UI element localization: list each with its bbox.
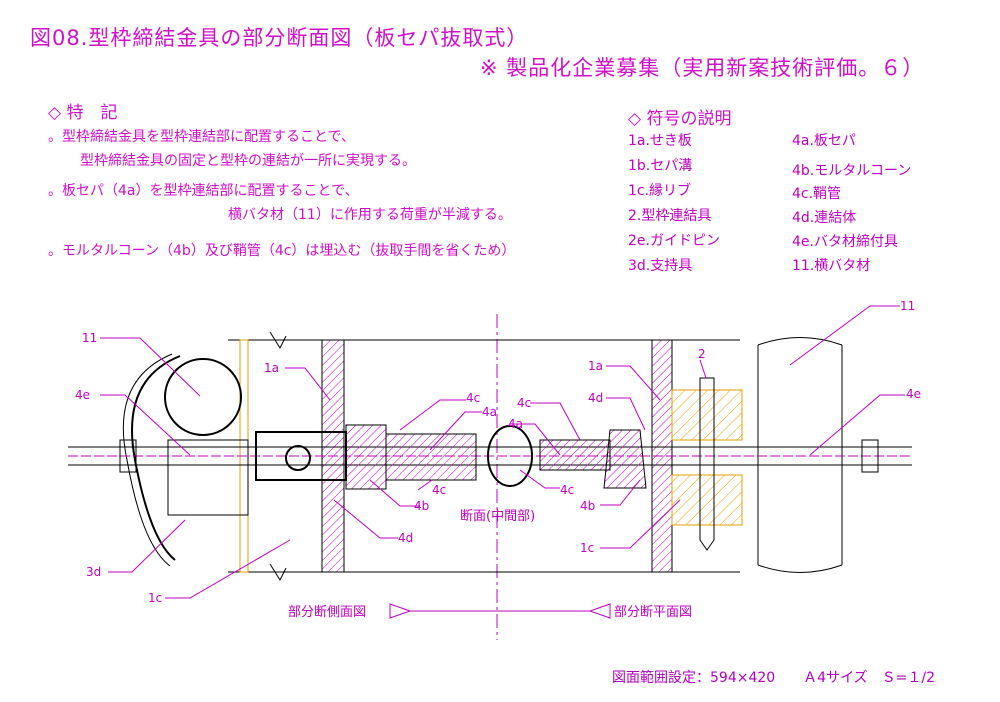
label-4a-b: 4a <box>508 417 523 431</box>
feature-note-3: 。板セパ（4a）を型枠連結部に配置することで、 <box>48 183 359 199</box>
label-3d: 3d <box>86 565 101 579</box>
label-2: 2 <box>698 347 706 361</box>
legend-item-4e: 4e.バタ材締付具 <box>792 234 898 250</box>
legend-item-3d: 3d.支持具 <box>628 258 693 274</box>
plate-separator-section <box>487 425 533 487</box>
nut-left <box>119 439 137 473</box>
clamp-left <box>131 355 181 561</box>
label-1c-right: 1c <box>580 541 594 555</box>
sleeve-left <box>385 433 477 481</box>
feature-note-1: 。型枠締結金具を型枠連結部に配置することで、 <box>48 129 356 145</box>
connector-block-bottom <box>671 474 743 526</box>
footer-scale: 図面範囲設定：594×420 Ａ4サイズ Ｓ=１/2 <box>612 670 936 686</box>
label-1c-left: 1c <box>148 591 162 605</box>
label-11-left: 11 <box>82 331 97 345</box>
label-11-right: 11 <box>900 299 915 313</box>
sleeve-right <box>539 439 611 471</box>
legend-item-1c: 1c.縁リブ <box>628 183 692 199</box>
title-line-1: 図08.型枠締結金具の部分断面図（板セパ抜取式） <box>30 26 529 50</box>
legend-item-4d: 4d.連結体 <box>792 210 857 226</box>
label-4c-d: 4c <box>560 483 574 497</box>
feature-note-2: 型枠締結金具の固定と型枠の連結が一所に実現する。 <box>80 153 416 169</box>
label-4d-left: 4d <box>398 531 413 545</box>
coupling-pin <box>285 445 311 471</box>
section-label: 断面(中間部) <box>460 509 535 524</box>
legend-item-1b: 1b.セパ溝 <box>628 158 693 174</box>
label-4c-c: 4c <box>517 396 531 410</box>
cone-left <box>345 424 387 490</box>
legend-item-11: 11.横バタ材 <box>792 258 871 274</box>
label-1a-right: 1a <box>588 359 603 373</box>
legend-item-2e: 2e.ガイドピン <box>628 233 720 249</box>
label-4c-a: 4c <box>466 391 480 405</box>
pipe-right <box>757 337 843 573</box>
title-line-2: ※ 製品化企業募集（実用新案技術評価。６） <box>480 56 925 80</box>
legend-item-1a: 1a.せき板 <box>628 133 692 149</box>
legend-heading: ◇ 符号の説明 <box>628 109 732 129</box>
connector-block-top <box>671 389 743 441</box>
legend-item-4a: 4a.板セパ <box>792 133 856 149</box>
feature-note-4: 横バタ材（11）に作用する荷重が半減する。 <box>228 207 512 223</box>
pipe-left <box>164 358 242 436</box>
label-4b-left: 4b <box>414 499 429 513</box>
label-4c-b: 4c <box>432 483 446 497</box>
legend-item-4c: 4c.鞘管 <box>792 186 842 202</box>
feature-note-5: 。モルタルコーン（4b）及び鞘管（4c）は埋込む（抜取手間を省くため） <box>48 243 516 259</box>
label-4e-right: 4e <box>906 387 921 401</box>
label-1a-left: 1a <box>264 361 279 375</box>
screw-2 <box>699 377 715 551</box>
view-arrows <box>389 603 611 619</box>
plan-view-label: 部分断平面図 <box>614 605 692 620</box>
tie-rod <box>68 446 912 466</box>
side-view-label: 部分断側面図 <box>288 605 366 620</box>
label-4d-right: 4d <box>588 391 603 405</box>
form-board-right <box>497 339 740 573</box>
cone-right <box>603 429 647 489</box>
support-3d <box>167 439 249 516</box>
label-4e-left: 4e <box>75 388 90 402</box>
legend-item-2: 2.型枠連結具 <box>628 208 712 224</box>
features-heading: ◇ 特 記 <box>48 103 118 123</box>
form-board-left <box>228 331 497 582</box>
nut-right <box>861 439 879 473</box>
label-4a-a: 4a <box>482 405 497 419</box>
label-4b-right: 4b <box>580 499 595 513</box>
legend-item-4b: 4b.モルタルコーン <box>792 163 912 179</box>
